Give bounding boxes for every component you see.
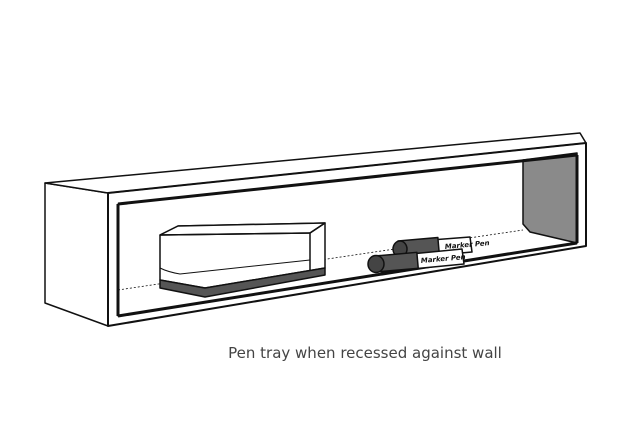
- front-frame: [107, 142, 587, 327]
- front-bottom-edge: [117, 241, 578, 318]
- marker-label-front: Marker Pen: [420, 253, 465, 265]
- front-top-edge: [117, 153, 578, 206]
- eraser: [159, 222, 326, 298]
- right-inner-panel: [522, 152, 578, 244]
- marker-pen-front: [367, 248, 465, 274]
- marker-label-back: Marker Pen: [444, 239, 489, 251]
- left-side-panel: [44, 182, 109, 327]
- caption: Pen tray when recessed against wall: [228, 344, 502, 362]
